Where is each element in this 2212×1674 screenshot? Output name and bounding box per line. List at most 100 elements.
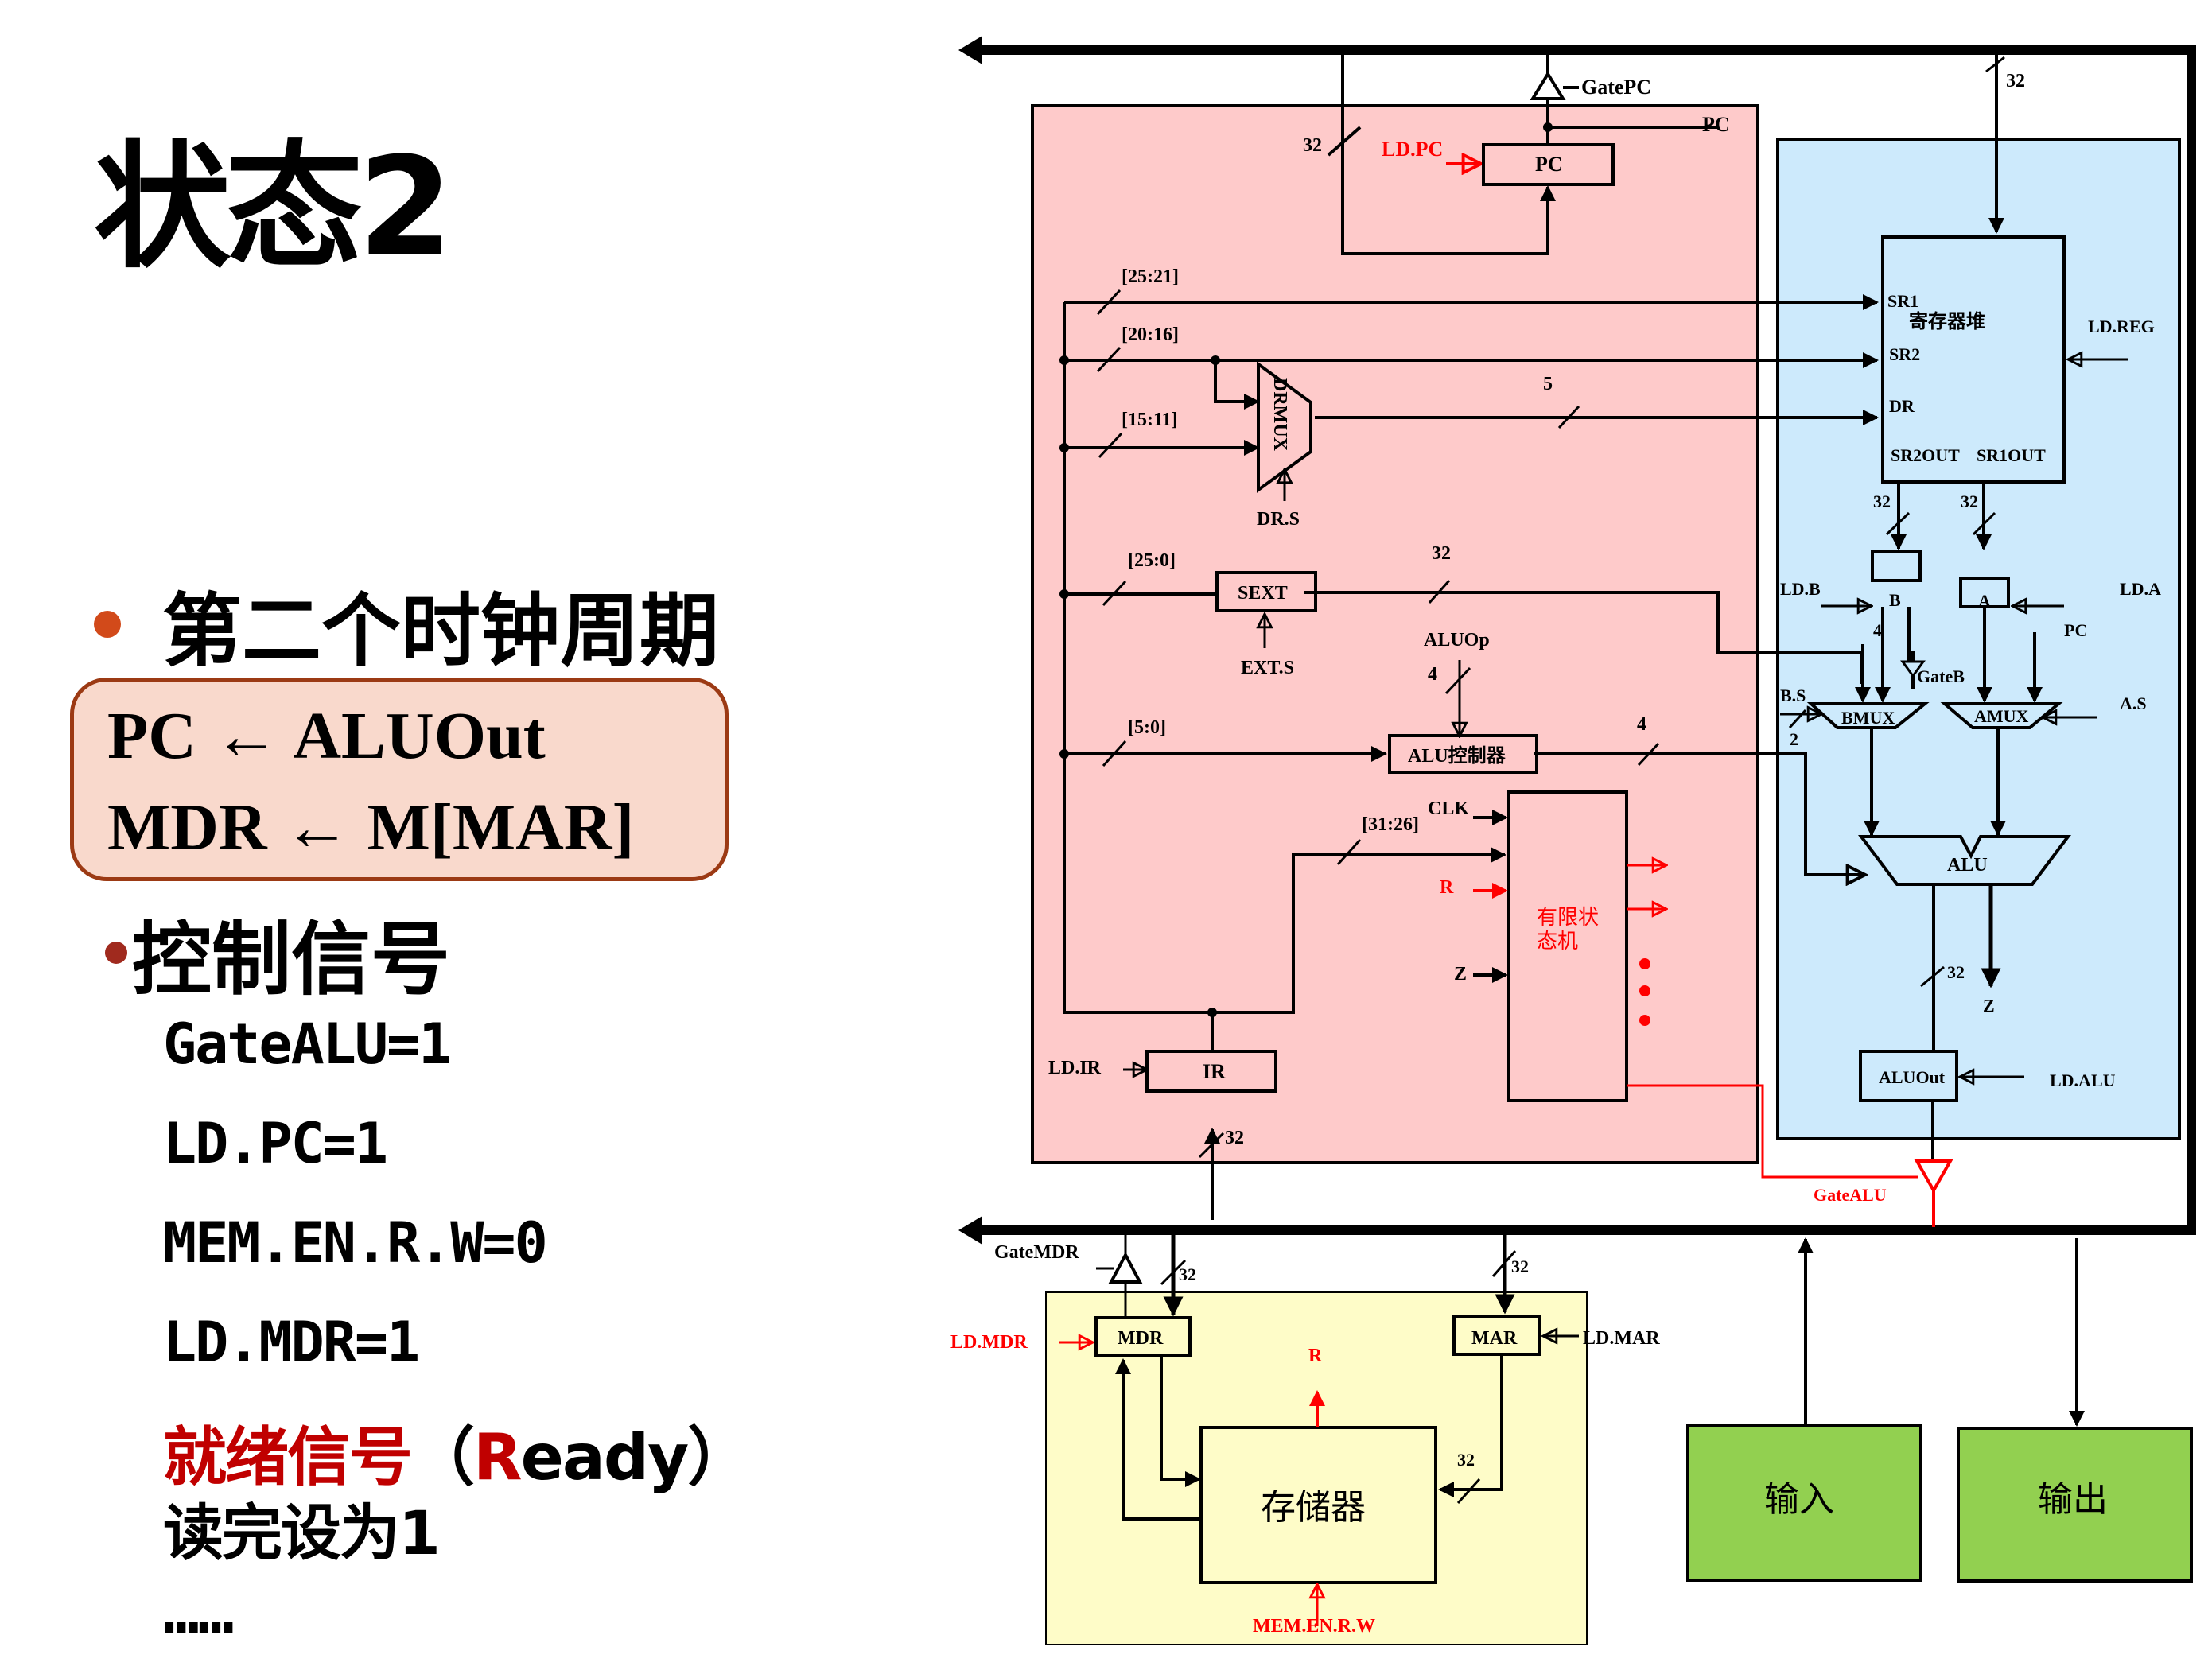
label-b-s: B.S <box>1780 686 1806 705</box>
width-ticks <box>1096 289 1660 1159</box>
drmux <box>1257 361 1312 493</box>
label-gatealu: GateALU <box>1814 1185 1887 1205</box>
label-ld-ir: LD.IR <box>1048 1058 1102 1078</box>
label-gate-b: GateB <box>1917 666 1965 686</box>
label-w5: 5 <box>1543 374 1553 394</box>
label-pc-reg: PC <box>1535 153 1563 176</box>
label-regfile: 寄存器堆 <box>1909 310 1985 332</box>
label-w2: 2 <box>1790 729 1798 749</box>
label-ld-mdr: LD.MDR <box>950 1332 1028 1353</box>
fsm <box>1507 790 1628 1102</box>
label-w32-alu: 32 <box>1947 962 1965 982</box>
ir-register <box>1145 1050 1277 1093</box>
micro-ops-box: PC ← ALUOut MDR ← M[MAR] <box>70 678 729 881</box>
datapath-panel <box>1776 138 2181 1140</box>
output-device <box>1957 1427 2193 1583</box>
label-r-out: R <box>1308 1346 1323 1366</box>
gatealu-tristate-icon <box>1914 1159 1953 1194</box>
label-w32-ir: 32 <box>1225 1128 1244 1148</box>
label-gatepc: GatePC <box>1581 76 1651 99</box>
label-mar: MAR <box>1471 1328 1518 1349</box>
label-sr1: SR1 <box>1887 291 1918 311</box>
label-drmux: DRMUX <box>1269 378 1290 452</box>
signal-mem-en: MEM.EN.R.W=0 <box>163 1210 548 1276</box>
input-device <box>1686 1424 1922 1582</box>
ready-r: R <box>473 1420 523 1494</box>
bmux <box>1806 702 1930 729</box>
label-a: A <box>1978 591 1991 611</box>
label-w32-mdr: 32 <box>1179 1264 1196 1284</box>
label-sr2: SR2 <box>1889 344 1920 364</box>
label-field-25-21: [25:21] <box>1122 266 1179 287</box>
label-ld-a: LD.A <box>2120 579 2161 599</box>
label-w32-regfile-in: 32 <box>2006 71 2025 91</box>
micro-op-mdr: MDR ← M[MAR] <box>107 790 635 864</box>
label-ld-mar: LD.MAR <box>1583 1328 1660 1349</box>
ready-rest: eady <box>520 1420 690 1494</box>
label-w4-aluctrl: 4 <box>1637 714 1646 735</box>
bmux-amux-inputs <box>1855 607 2043 703</box>
more-outputs-dot <box>1639 985 1650 996</box>
label-clk: CLK <box>1428 798 1469 819</box>
label-field-5-0: [5:0] <box>1128 717 1166 738</box>
aluout-register <box>1859 1050 1958 1102</box>
label-r-in: R <box>1440 877 1454 898</box>
label-w4-bmux: 4 <box>1873 620 1882 640</box>
b-register-box <box>1871 550 1922 582</box>
label-dr: DR <box>1889 396 1915 416</box>
ready-label: 就绪信号 <box>163 1420 413 1494</box>
label-field-25-0: [25:0] <box>1128 550 1176 571</box>
label-w32-sr1out: 32 <box>1961 491 1978 511</box>
label-pc-tap: PC <box>1702 113 1730 136</box>
signal-ldpc: LD.PC=1 <box>163 1111 388 1176</box>
label-sext: SEXT <box>1238 583 1288 604</box>
more-outputs-dot <box>1639 958 1650 969</box>
label-z-in: Z <box>1454 964 1467 985</box>
gatemdr-tristate-icon <box>1108 1251 1143 1284</box>
label-a-s: A.S <box>2120 693 2147 713</box>
label-sr2out: SR2OUT <box>1891 445 1960 465</box>
label-w32-sr2out: 32 <box>1873 491 1891 511</box>
pc-section <box>1327 50 1718 255</box>
alu <box>1858 835 2071 886</box>
label-z-out: Z <box>1983 996 1995 1016</box>
ellipsis: …… <box>163 1576 235 1647</box>
label-dr-s: DR.S <box>1257 509 1300 530</box>
label-mem-en: MEM.EN.R.W <box>1253 1616 1375 1637</box>
label-fsm-2: 态机 <box>1537 930 1578 954</box>
label-alu: ALU <box>1947 855 1988 876</box>
signal-gatealu: GateALU=1 <box>163 1012 452 1077</box>
label-mdr: MDR <box>1118 1328 1164 1349</box>
bus-arrow-top-icon <box>958 36 982 64</box>
ready-paren-open: （ <box>411 1420 475 1494</box>
label-w4-aluop: 4 <box>1428 664 1437 685</box>
label-ir: IR <box>1203 1060 1226 1083</box>
label-amux: AMUX <box>1974 706 2029 726</box>
label-field-20-16: [20:16] <box>1122 324 1179 345</box>
bus-arrow-bottom-icon <box>958 1216 982 1245</box>
bullet-heading: 第二个时钟周期 <box>162 585 719 678</box>
label-ld-pc: LD.PC <box>1382 138 1443 161</box>
bullet-dot-icon <box>105 941 127 964</box>
mdr-register <box>1094 1316 1192 1357</box>
label-memory: 存储器 <box>1261 1487 1366 1528</box>
label-ld-alu: LD.ALU <box>2050 1070 2116 1090</box>
label-sr1out: SR1OUT <box>1977 445 2046 465</box>
gatepc-tristate-icon <box>1530 71 1566 100</box>
label-aluop: ALUOp <box>1424 630 1490 651</box>
register-file <box>1881 235 2066 484</box>
label-input: 输入 <box>1764 1479 1834 1520</box>
micro-op-pc: PC ← ALUOut <box>107 699 546 773</box>
label-alu-controller: ALU控制器 <box>1408 744 1506 767</box>
label-gatemdr: GateMDR <box>994 1242 1079 1263</box>
control-heading: 控制信号 <box>132 913 450 1006</box>
memory-wiring <box>1115 1354 1503 1521</box>
sext-unit <box>1215 571 1317 612</box>
ready-desc: 读完设为1 <box>163 1497 441 1568</box>
label-ld-b: LD.B <box>1780 579 1821 599</box>
control-unit-panel <box>1031 104 1759 1164</box>
mar-register <box>1452 1315 1541 1356</box>
label-field-31-26: [31:26] <box>1362 814 1419 835</box>
alu-controller <box>1388 734 1538 774</box>
